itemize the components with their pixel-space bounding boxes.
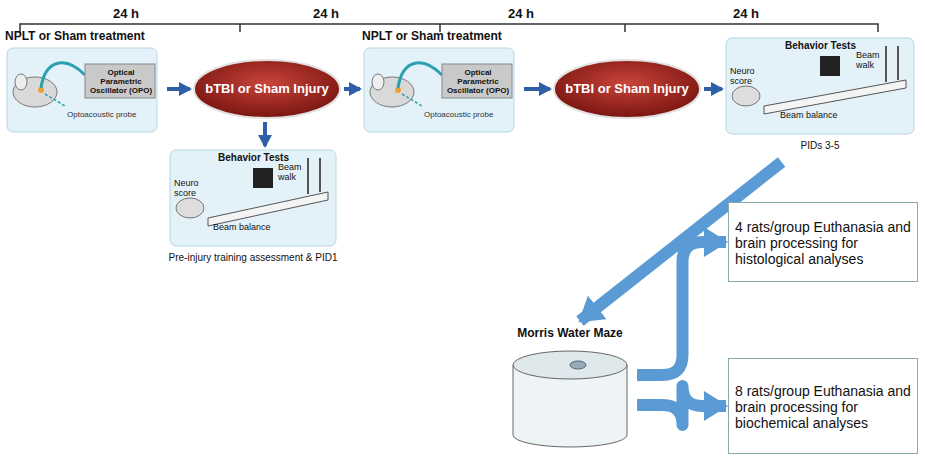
node-text: Pre-injury training assessment & PID1 [168, 252, 338, 264]
node-text: bTBI or Sham Injury [202, 82, 332, 97]
node-text: Morris Water Maze [505, 327, 635, 341]
outcome-box: 4 rats/group Euthanasia and brain proces… [728, 202, 918, 282]
node-text: Behavior Tests [785, 40, 865, 52]
outcome-box: 8 rats/group Euthanasia and brain proces… [728, 358, 918, 454]
node-text: Optoacoustic probe [424, 110, 514, 119]
node-text: Beam walk [856, 50, 890, 71]
flow-arrow [344, 87, 360, 91]
water-maze-art [505, 325, 635, 455]
node-text: Neuro score [730, 66, 770, 87]
flow-arrow [263, 122, 267, 146]
node-text: 8 rats/group Euthanasia and brain proces… [735, 383, 913, 431]
node-text: PIDs 3-5 [724, 140, 916, 152]
flow-arrow [524, 87, 550, 91]
interval-label: 24 h [505, 6, 537, 21]
node-text: NPLT or Sham treatment [5, 30, 165, 44]
behavior-panel-art [724, 36, 916, 158]
node-text: bTBI or Sham Injury [562, 82, 692, 97]
interval-label: 24 h [310, 6, 342, 21]
injury-ellipse: bTBI or Sham Injury [192, 58, 342, 120]
treatment-panel: NPLT or Sham treatmentOptical Parametric… [5, 30, 165, 136]
behavior-panel: Behavior TestsNeuro score Beam walkBeam b… [724, 36, 916, 158]
node-text: NPLT or Sham treatment [362, 30, 522, 44]
node-text: Optical Parametric Oscillator (OPO) [444, 68, 512, 96]
interval-label: 24 h [110, 6, 142, 21]
flow-arrow [704, 87, 722, 91]
node-text: Beam walk [278, 162, 312, 183]
node-text: Optoacoustic probe [67, 110, 157, 119]
behavior-panel: Behavior TestsNeuro score Beam walkBeam b… [168, 148, 338, 278]
flow-arrow [637, 386, 726, 425]
injury-ellipse: bTBI or Sham Injury [552, 58, 702, 120]
node-text: Optical Parametric Oscillator (OPO) [87, 68, 155, 96]
interval-label: 24 h [730, 6, 762, 21]
node-text: 4 rats/group Euthanasia and brain proces… [735, 219, 913, 267]
node-text: Beam balance [780, 110, 840, 120]
node-text: Neuro score [174, 178, 214, 199]
node-text: Beam balance [213, 222, 273, 232]
flow-arrow [167, 87, 190, 91]
flow-arrow [637, 242, 726, 375]
node-text: Behavior Tests [218, 152, 298, 164]
treatment-panel: NPLT or Sham treatmentOptical Parametric… [362, 30, 522, 136]
water-maze: Morris Water Maze [505, 325, 635, 455]
